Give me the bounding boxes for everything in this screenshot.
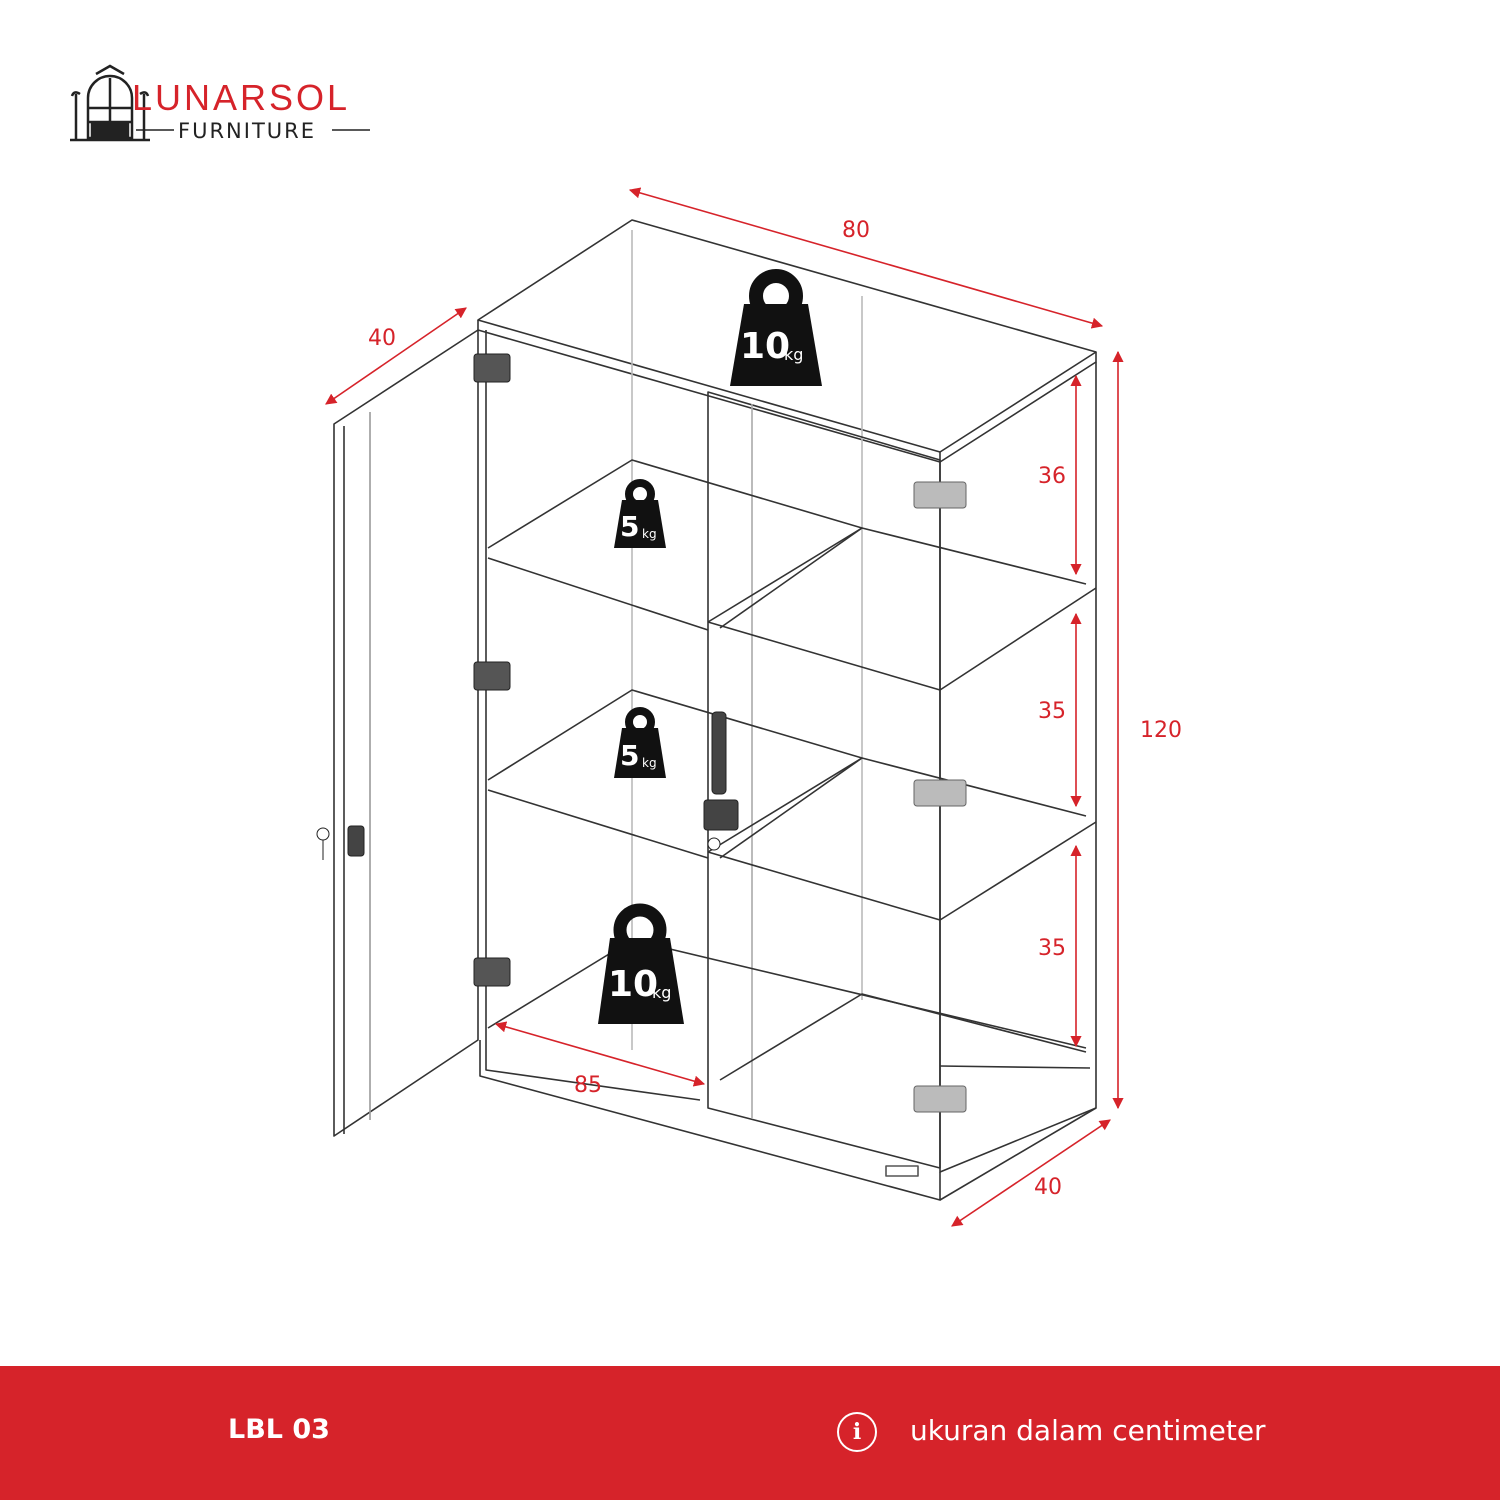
hinge-icon [473, 353, 511, 987]
dim-door-depth: 40 [368, 326, 396, 351]
weight-bottom-unit: kg [652, 983, 671, 1002]
brand-logo: LUNARSOL FURNITURE [70, 64, 370, 143]
weight-shelf-lower-icon: 5 kg [614, 707, 666, 778]
dim-line-base-depth [951, 1119, 1111, 1227]
door-lock-icon [316, 825, 365, 860]
dim-base-depth: 40 [1034, 1175, 1062, 1200]
dim-compartment-top: 36 [1038, 464, 1066, 489]
cabinet-diagram: 80 40 120 36 35 35 40 85 10 kg 5 kg 5 kg… [316, 187, 1182, 1227]
hinge-right-icon [913, 481, 967, 1113]
weight-bottom-icon: 10 kg [598, 903, 684, 1024]
weight-shelf-upper-unit: kg [642, 527, 657, 541]
weight-top-unit: kg [784, 345, 803, 364]
dim-line-inner-width [494, 1021, 706, 1087]
weight-shelf-upper-value: 5 [620, 510, 639, 543]
dimension-lines [325, 187, 1124, 1227]
door-handle-icon [703, 711, 739, 851]
weight-shelf-lower-unit: kg [642, 756, 657, 770]
info-icon: i [837, 1412, 877, 1452]
weight-top-value: 10 [740, 326, 790, 367]
dim-line-door-depth [325, 307, 467, 405]
brand-name: LUNARSOL [132, 77, 350, 118]
brand-tagline: FURNITURE [178, 119, 316, 143]
model-code: LBL 03 [228, 1414, 330, 1445]
weight-shelf-upper-icon: 5 kg [614, 479, 666, 548]
footer-bar: LBL 03 i ukuran dalam centimeter [0, 1366, 1500, 1500]
window-emblem-icon [70, 64, 150, 142]
dim-compartment-bottom: 35 [1038, 936, 1066, 961]
dim-top-width: 80 [842, 218, 870, 243]
weight-top-icon: 10 kg [730, 269, 822, 386]
dim-height: 120 [1140, 718, 1182, 743]
weight-bottom-value: 10 [608, 964, 658, 1005]
weight-shelf-lower-value: 5 [620, 739, 639, 772]
dim-inner-width: 85 [574, 1073, 602, 1098]
dim-compartment-middle: 35 [1038, 699, 1066, 724]
cabinet-body [333, 219, 1097, 1201]
unit-note: ukuran dalam centimeter [910, 1414, 1266, 1447]
dim-line-top-width [628, 187, 1104, 329]
